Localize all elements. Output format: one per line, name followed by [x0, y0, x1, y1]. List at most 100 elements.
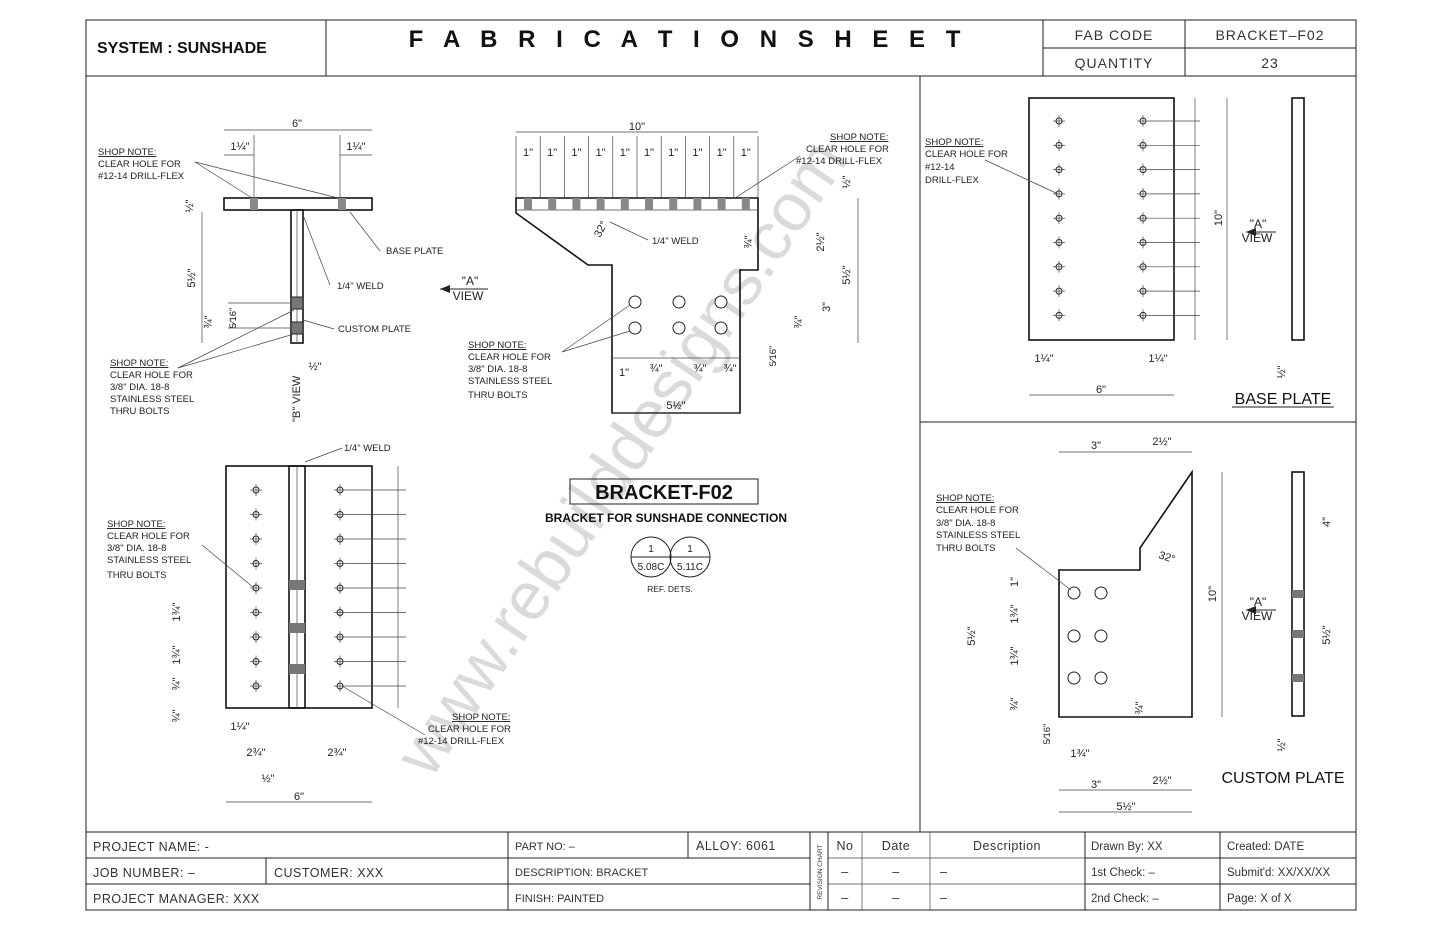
note-shop-1: SHOP NOTE:	[98, 147, 156, 158]
sheet-border	[85, 19, 1357, 911]
quantity-value: 23	[1261, 55, 1279, 71]
project-manager: PROJECT MANAGER: XXX	[93, 892, 260, 906]
weld-hatch	[669, 198, 678, 210]
dim-32-angle-front: 32°	[592, 219, 610, 239]
dim-1q-base-l: 1¼"	[1034, 353, 1053, 365]
weld-hatch	[596, 198, 605, 210]
dim-10-base: 10"	[1213, 210, 1225, 226]
dim-13q-bview-1: 1¾"	[171, 602, 183, 621]
dim-half-top: ½"	[184, 199, 196, 212]
dim-13q-custom-1: 1¾"	[1009, 604, 1021, 623]
custom-plate-title: CUSTOM PLATE	[1222, 770, 1345, 787]
dim-3q-custom-l: ¾"	[1009, 697, 1021, 710]
note-bp-drill-3: DRILL-FLEX	[925, 175, 980, 186]
dim-1-front: 1"	[692, 147, 702, 159]
dim-1-front: 1"	[523, 147, 533, 159]
note-drill-6b: #12-14 DRILL-FLEX	[418, 736, 505, 747]
note-drill-3b: #12-14 DRILL-FLEX	[796, 156, 883, 167]
dim-23q-bview-l: 2¾"	[246, 747, 265, 759]
part-subtitle: BRACKET FOR SUNSHADE CONNECTION	[545, 511, 787, 525]
dim-3q-r1: ¾"	[743, 235, 755, 248]
dim-3-right: 3"	[821, 302, 833, 312]
note-bolt-5c: STAINLESS STEEL	[107, 555, 191, 566]
note-bolt-2b: 3/8" DIA. 18-8	[110, 382, 169, 393]
col-date: Date	[882, 839, 910, 853]
side-view: 6" 1¼" 1¼" 5½" ½" ¾" 5⁄16" ½" SHOP NOTE:…	[98, 118, 488, 417]
weld-hatch	[572, 198, 581, 210]
dim-1-front: 1"	[571, 147, 581, 159]
dim-1-front: 1"	[547, 147, 557, 159]
dim-3q-custom-r: ¾"	[1134, 701, 1146, 714]
drawn-by: Drawn By: XX	[1091, 841, 1163, 853]
dim-1-custom: 1"	[1009, 577, 1021, 587]
dim-10-front: 10"	[629, 121, 645, 133]
dim-5-16-front: 5⁄16"	[768, 346, 779, 367]
rev-date-2: –	[892, 891, 899, 905]
dim-1-front: 1"	[644, 147, 654, 159]
weld-hatch	[524, 198, 532, 210]
watermark: www.rebuilddesigns.com	[380, 126, 862, 790]
part-title: BRACKET-F02	[595, 482, 733, 504]
view-a-label-3: "A"	[1250, 595, 1267, 609]
rev-desc-2: –	[940, 891, 947, 905]
custom-plate-view: 3" 2½" 3" 2½" 5½" 1¾" 5⁄16" ¾" 5½" 1¾" 1…	[936, 436, 1344, 813]
dim-half-bottom: ½"	[308, 361, 321, 373]
note-shop-2: SHOP NOTE:	[110, 358, 168, 369]
note-custom-plate: CUSTOM PLATE	[338, 324, 411, 335]
created: Created: DATE	[1227, 841, 1304, 853]
dim-half-bview: ½"	[261, 773, 274, 785]
dim-1-front: 1"	[741, 147, 751, 159]
dim-2half-custom-bottom: 2½"	[1152, 775, 1171, 787]
view-a-text-3: VIEW	[1242, 609, 1273, 623]
note-bolt-8c: STAINLESS STEEL	[936, 530, 1020, 541]
note-drill-3a: CLEAR HOLE FOR	[806, 144, 889, 155]
dim-5half-front: 5½"	[666, 400, 685, 412]
col-description: Description	[973, 839, 1041, 853]
weld-hatch	[717, 198, 726, 210]
note-bolt-2c: STAINLESS STEEL	[110, 394, 194, 405]
dim-3-custom-bottom: 3"	[1091, 779, 1101, 791]
front-view: 10" 1"1"1"1"1"1"1"1"1"1" 1" ¾" ¾" ¾" 5½"…	[468, 121, 889, 414]
alloy: ALLOY: 6061	[696, 839, 776, 853]
dim-3q-bview-1: ¾"	[171, 677, 183, 690]
note-bolt-4a: CLEAR HOLE FOR	[468, 352, 551, 363]
dim-3q-r2: ¾"	[793, 315, 805, 328]
note-drill-1a: CLEAR HOLE FOR	[98, 159, 181, 170]
dim-6-base: 6"	[1096, 384, 1106, 396]
dim-2half-right: 2½"	[815, 232, 827, 251]
finish: FINISH: PAINTED	[515, 893, 604, 905]
view-b-label: "B" VIEW	[291, 375, 303, 422]
fab-code-value: BRACKET–F02	[1215, 27, 1324, 43]
note-bolt-4c: STAINLESS STEEL	[468, 376, 552, 387]
page-number: Page: X of X	[1227, 893, 1292, 905]
dim-2half-custom-top: 2½"	[1152, 436, 1171, 448]
job-number: JOB NUMBER: –	[93, 866, 195, 880]
note-shop-3: SHOP NOTE:	[830, 132, 888, 143]
rev-desc-1: –	[940, 865, 947, 879]
weld-hatch	[645, 198, 653, 210]
weld-hatch	[693, 198, 702, 210]
base-plate-title: BASE PLATE	[1235, 391, 1332, 408]
weld-hatch	[548, 198, 557, 210]
dim-5q-custom: 5½"	[966, 626, 978, 645]
note-weld-2: 1/4" WELD	[652, 236, 699, 247]
note-bolt-8d: THRU BOLTS	[936, 543, 995, 554]
dim-1-front: 1"	[596, 147, 606, 159]
dim-6-top: 6"	[292, 118, 302, 130]
dim-5half-side: 5½"	[186, 268, 198, 287]
dim-1-front: 1"	[620, 147, 630, 159]
note-shop-7: SHOP NOTE:	[925, 137, 983, 148]
dim-5-16-custom: 5⁄16"	[1042, 724, 1053, 745]
part-no: PART NO: –	[515, 841, 576, 853]
dim-half-right: ½"	[841, 175, 853, 188]
ref-2-bottom: 5.11C	[677, 562, 703, 573]
ref-2-top: 1	[687, 544, 693, 555]
rev-no-2: –	[841, 891, 848, 905]
dim-half-custom: ½"	[1276, 738, 1288, 751]
note-bolt-4b: 3/8" DIA. 18-8	[468, 364, 527, 375]
title-block: PROJECT NAME: - JOB NUMBER: – CUSTOMER: …	[86, 831, 1356, 910]
view-a-label-1: "A"	[462, 274, 479, 288]
note-bolt-4d: THRU BOLTS	[468, 390, 527, 401]
dim-3q-side: ¾"	[203, 315, 215, 328]
dim-1-front: 1"	[668, 147, 678, 159]
